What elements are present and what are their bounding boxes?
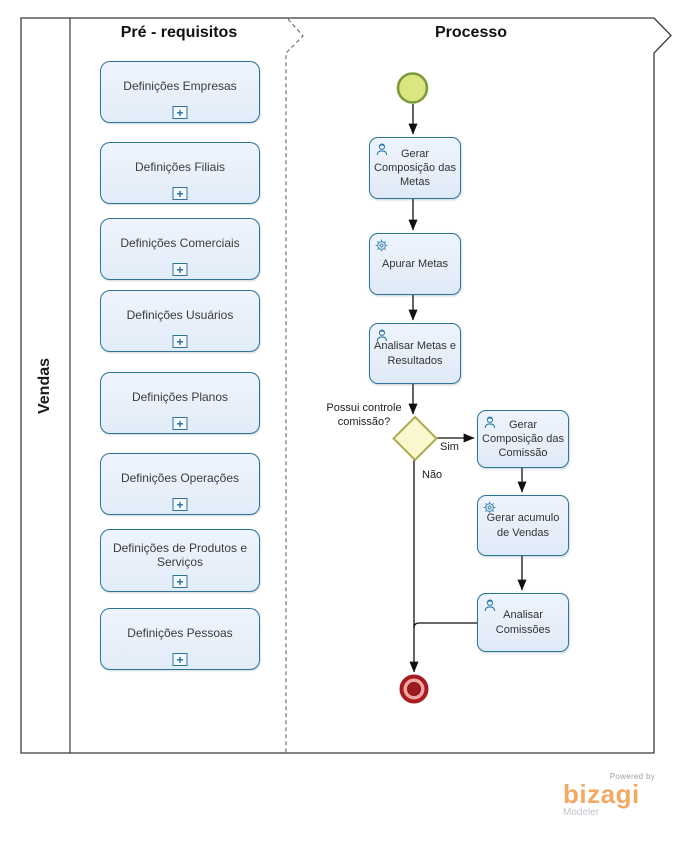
brand-text: bizagi bbox=[563, 779, 640, 809]
user-task-icon bbox=[484, 599, 496, 612]
subprocess-plus-marker[interactable]: + bbox=[172, 262, 188, 277]
subprocess-definicoes-pessoas[interactable]: Definições Pessoas + bbox=[100, 608, 260, 670]
subprocess-label: Definições Comerciais bbox=[120, 236, 240, 250]
product-text: Modeler bbox=[563, 807, 600, 818]
nao-flow-label: Não bbox=[422, 469, 443, 481]
task-gerar-acumulo-de-vendas[interactable]: Gerar acumulo de Vendas bbox=[477, 495, 569, 556]
subprocess-plus-marker[interactable]: + bbox=[172, 652, 188, 667]
task-analisar-metas-e-resultados[interactable]: Analisar Metas e Resultados bbox=[369, 323, 461, 384]
start-event[interactable] bbox=[396, 72, 429, 104]
subprocess-definicoes-produtos-servicos[interactable]: Definições de Produtos e Serviços + bbox=[100, 529, 260, 592]
subprocess-label: Definições Pessoas bbox=[127, 626, 233, 640]
bizagi-logo: Powered by bizagi Modeler bbox=[563, 772, 655, 818]
task-label: Gerar Composição das Metas bbox=[374, 147, 456, 189]
subprocess-definicoes-operacoes[interactable]: Definições Operações + bbox=[100, 453, 260, 515]
sequence-flow-analisar-comissoes-join bbox=[413, 622, 478, 629]
end-event-center bbox=[407, 682, 421, 696]
task-apurar-metas[interactable]: Apurar Metas bbox=[369, 233, 461, 295]
subprocess-label: Definições Planos bbox=[131, 390, 229, 404]
task-label: Analisar Comissões bbox=[495, 609, 551, 636]
plus-icon: + bbox=[176, 262, 184, 277]
subprocess-definicoes-empresas[interactable]: Definições Empresas + bbox=[100, 61, 260, 123]
lane-header-prerequisitos: Pré - requisitos bbox=[120, 24, 238, 41]
sim-flow-label: Sim bbox=[440, 441, 459, 453]
subprocess-plus-marker[interactable]: + bbox=[172, 574, 188, 589]
gateway-question-label: Possui controle comissão? bbox=[326, 402, 402, 428]
subprocess-plus-marker[interactable]: + bbox=[172, 416, 188, 431]
subprocess-label: Definições Empresas bbox=[123, 79, 237, 93]
subprocess-plus-marker[interactable]: + bbox=[172, 334, 188, 349]
user-task-icon bbox=[484, 416, 496, 429]
subprocess-definicoes-planos[interactable]: Definições Planos + bbox=[100, 372, 260, 434]
user-task-icon bbox=[376, 143, 388, 156]
plus-icon: + bbox=[176, 105, 184, 120]
task-gerar-composicao-das-metas[interactable]: Gerar Composição das Metas bbox=[369, 137, 461, 199]
subprocess-definicoes-usuarios[interactable]: Definições Usuários + bbox=[100, 290, 260, 352]
pool-label: Vendas bbox=[21, 18, 70, 753]
plus-icon: + bbox=[176, 416, 184, 431]
plus-icon: + bbox=[176, 334, 184, 349]
pool-label-text: Vendas bbox=[36, 357, 54, 414]
plus-icon: + bbox=[176, 652, 184, 667]
milestone-separator bbox=[285, 18, 304, 753]
task-analisar-comissoes[interactable]: Analisar Comissões bbox=[477, 593, 569, 652]
subprocess-definicoes-filiais[interactable]: Definições Filiais + bbox=[100, 142, 260, 204]
subprocess-plus-marker[interactable]: + bbox=[172, 497, 188, 512]
task-label: Gerar Composição das Comissão bbox=[482, 418, 564, 460]
subprocess-label: Definições Usuários bbox=[126, 308, 234, 322]
subprocess-label: Definições Operações bbox=[120, 471, 240, 485]
subprocess-plus-marker[interactable]: + bbox=[172, 186, 188, 201]
subprocess-definicoes-comerciais[interactable]: Definições Comerciais + bbox=[100, 218, 260, 280]
service-gear-icon bbox=[483, 501, 496, 514]
lane-header-processo: Processo bbox=[434, 24, 508, 41]
task-label: Gerar acumulo de Vendas bbox=[486, 512, 560, 539]
user-task-icon bbox=[376, 329, 388, 342]
subprocess-label: Definições Filiais bbox=[134, 160, 226, 174]
powered-by-text: Powered by bbox=[609, 772, 655, 781]
task-gerar-composicao-das-comissao[interactable]: Gerar Composição das Comissão bbox=[477, 410, 569, 468]
subprocess-plus-marker[interactable]: + bbox=[172, 105, 188, 120]
task-label: Apurar Metas bbox=[381, 257, 449, 270]
end-event[interactable] bbox=[399, 674, 429, 704]
service-gear-icon bbox=[375, 239, 388, 252]
task-label: Analisar Metas e Resultados bbox=[374, 340, 456, 367]
plus-icon: + bbox=[176, 186, 184, 201]
plus-icon: + bbox=[176, 497, 184, 512]
plus-icon: + bbox=[176, 574, 184, 589]
subprocess-label: Definições de Produtos e Serviços bbox=[112, 540, 248, 569]
